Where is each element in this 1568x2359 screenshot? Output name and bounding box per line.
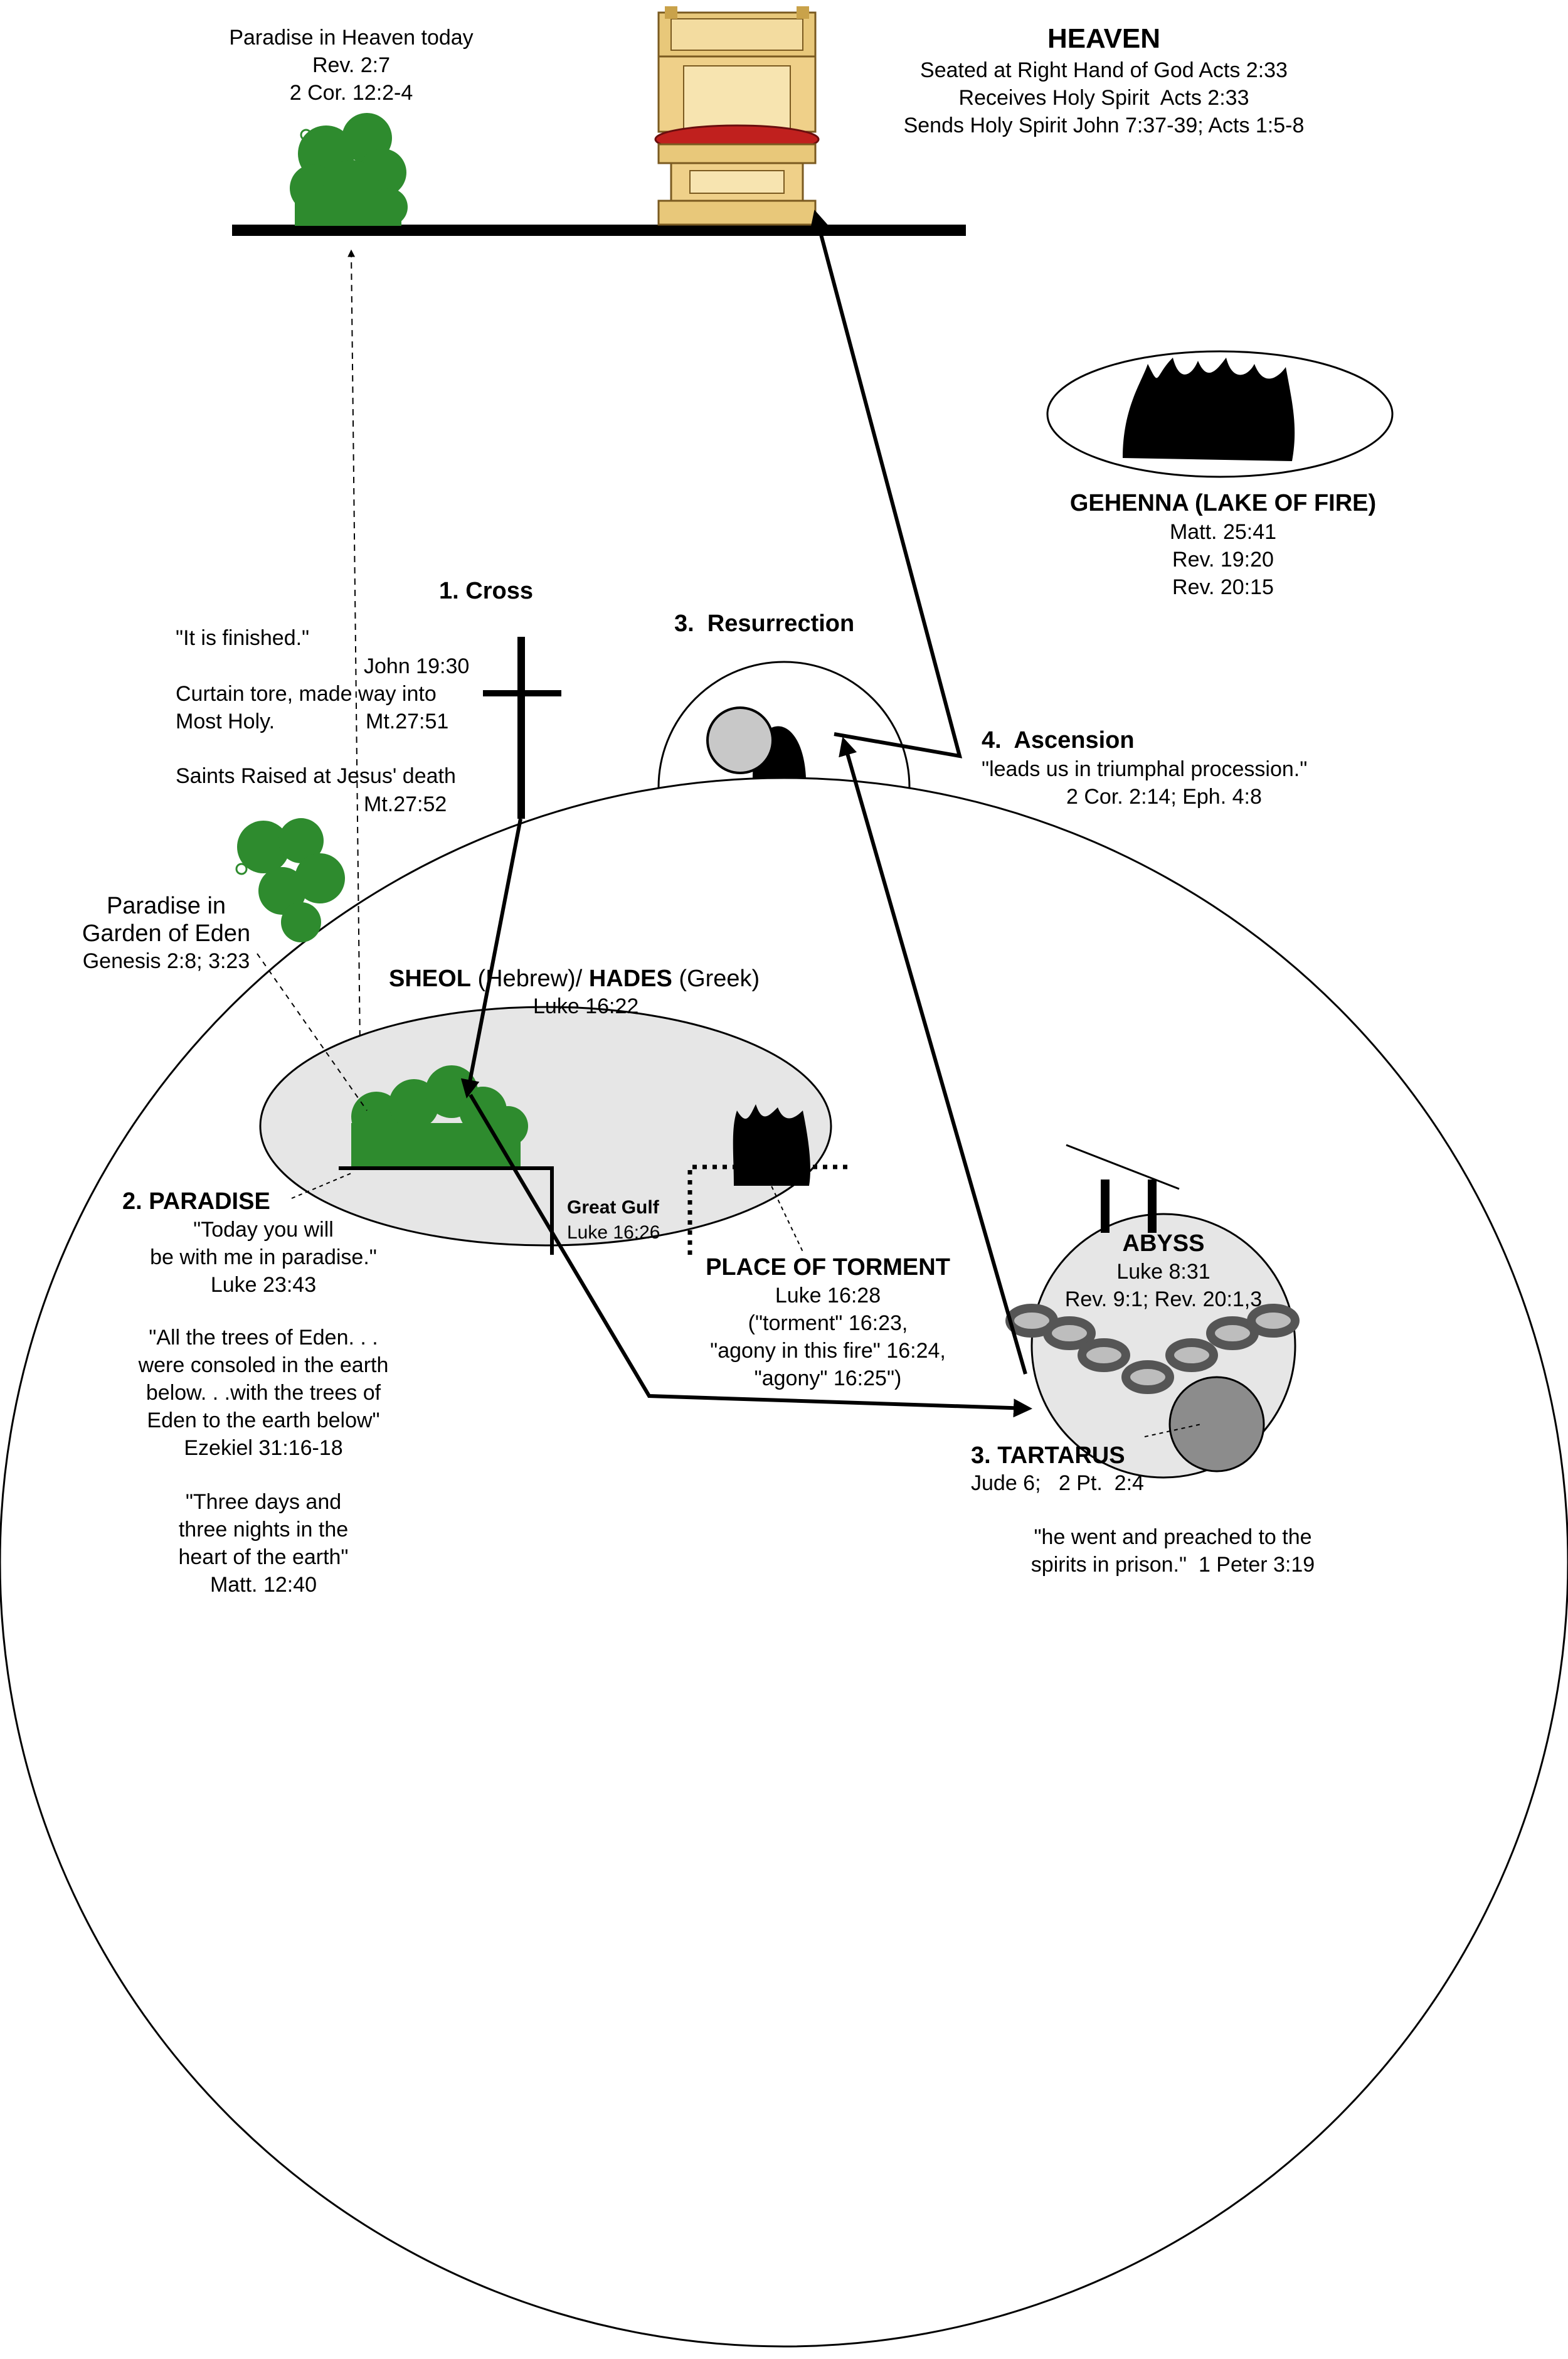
torment-title: PLACE OF TORMENT bbox=[706, 1254, 950, 1281]
gehenna-ref-2: Rev. 19:20 bbox=[1172, 548, 1274, 572]
chain-icon bbox=[1005, 1304, 1300, 1394]
paradise-eden-tree-icon bbox=[235, 818, 345, 942]
paradise-quote2-line4: Eden to the earth below" bbox=[147, 1408, 380, 1432]
heaven-line-3: Sends Holy Spirit John 7:37-39; Acts 1:5… bbox=[903, 114, 1305, 137]
sheol-word: SHEOL bbox=[389, 966, 471, 992]
resurrection-arrow bbox=[839, 737, 1027, 1375]
abyss-ref-1: Luke 8:31 bbox=[1116, 1260, 1210, 1284]
paradise-quote3-line1: "Three days and bbox=[185, 1490, 342, 1514]
ascension-quote: "leads us in triumphal procession." bbox=[982, 757, 1308, 781]
torment-line-3: "agony in this fire" 16:24, bbox=[710, 1339, 946, 1363]
gehenna-fire-icon bbox=[1123, 358, 1295, 461]
eden-line-1: Paradise in bbox=[106, 893, 226, 919]
tartarus-leader-line bbox=[1144, 1424, 1202, 1437]
tartarus-quote-1: "he went and preached to the bbox=[1034, 1525, 1312, 1549]
eden-leader-line bbox=[257, 953, 368, 1111]
sheol-title: SHEOL (Hebrew)/ HADES (Greek) bbox=[389, 965, 760, 993]
heaven-line-2: Receives Holy Spirit Acts 2:33 bbox=[958, 86, 1249, 110]
tartarus-title: 3. TARTARUS bbox=[971, 1442, 1125, 1469]
paradise-quote2-ref: Ezekiel 31:16-18 bbox=[184, 1436, 343, 1460]
tomb-icon bbox=[706, 706, 806, 778]
cross-note-curtain-2: Most Holy. bbox=[176, 710, 275, 733]
gehenna-title: GEHENNA (LAKE OF FIRE) bbox=[1069, 490, 1377, 516]
cross-title: 1. Cross bbox=[439, 578, 533, 604]
cross-icon bbox=[483, 637, 561, 819]
paradise-leader-line bbox=[291, 1173, 352, 1199]
paradise-quote1-line1: "Today you will bbox=[193, 1218, 334, 1242]
cross-note-finished-ref: John 19:30 bbox=[364, 654, 470, 678]
paradise-sheol-title: 2. PARADISE bbox=[122, 1188, 270, 1215]
abyss-pillars-icon bbox=[1066, 1144, 1180, 1233]
tartarus-ref: Jude 6; 2 Pt. 2:4 bbox=[971, 1471, 1144, 1495]
great-gulf-wall bbox=[339, 1166, 554, 1255]
heaven-floor-line bbox=[232, 225, 966, 236]
paradise-quote2-line2: were consoled in the earth bbox=[138, 1353, 389, 1377]
ascension-title: 4. Ascension bbox=[982, 727, 1135, 753]
paradise-sheol-tree-icon bbox=[351, 1065, 528, 1167]
tomb-dome bbox=[657, 661, 911, 788]
cross-note-finished: "It is finished." bbox=[176, 626, 310, 650]
paradise-heaven-title: Paradise in Heaven today bbox=[229, 26, 474, 50]
paradise-quote3-ref: Matt. 12:40 bbox=[209, 1573, 317, 1597]
torment-leader-line bbox=[768, 1179, 803, 1252]
paradise-quote2-line3: below. . .with the trees of bbox=[146, 1381, 381, 1405]
paradise-heaven-ref-2: 2 Cor. 12:2-4 bbox=[289, 81, 413, 105]
paradise-quote2-line1: "All the trees of Eden. . . bbox=[149, 1326, 378, 1350]
eden-ref: Genesis 2:8; 3:23 bbox=[82, 949, 250, 973]
dashed-ascent-line bbox=[347, 249, 361, 1105]
paradise-quote3-line2: three nights in the bbox=[178, 1518, 349, 1542]
hades-word: HADES bbox=[588, 966, 672, 992]
great-gulf-ref: Luke 16:26 bbox=[567, 1222, 660, 1243]
paradise-quote3-line3: heart of the earth" bbox=[178, 1545, 349, 1569]
great-gulf-title: Great Gulf bbox=[567, 1197, 659, 1218]
tartarus-path bbox=[469, 1094, 1032, 1418]
throne-icon bbox=[654, 6, 820, 226]
tartarus-quote-2: spirits in prison." 1 Peter 3:19 bbox=[1030, 1553, 1315, 1577]
gehenna-ref-3: Rev. 20:15 bbox=[1172, 575, 1274, 599]
abyss-ref-2: Rev. 9:1; Rev. 20:1,3 bbox=[1064, 1287, 1263, 1311]
resurrection-title: 3. Resurrection bbox=[674, 610, 855, 637]
cross-note-saints: Saints Raised at Jesus' death bbox=[176, 764, 456, 788]
paradise-heaven-tree-icon bbox=[290, 113, 408, 226]
cross-note-curtain-ref: Mt.27:51 bbox=[366, 710, 449, 733]
torment-line-2: ("torment" 16:23, bbox=[748, 1311, 908, 1335]
heaven-title: HEAVEN bbox=[1047, 23, 1161, 54]
paradise-quote1-line2: be with me in paradise." bbox=[150, 1245, 377, 1269]
descent-arrow bbox=[460, 818, 522, 1099]
sheol-ellipse bbox=[259, 1006, 832, 1247]
hades-greek: (Greek) bbox=[672, 966, 760, 992]
ascension-arrow bbox=[810, 210, 963, 759]
eden-line-2: Garden of Eden bbox=[82, 920, 251, 947]
paradise-heaven-ref-1: Rev. 2:7 bbox=[312, 53, 391, 77]
ascension-ref: 2 Cor. 2:14; Eph. 4:8 bbox=[1066, 785, 1262, 809]
cross-note-saints-ref: Mt.27:52 bbox=[364, 792, 447, 816]
torment-fire-icon bbox=[733, 1104, 810, 1186]
torment-ref: Luke 16:28 bbox=[775, 1284, 881, 1307]
torment-line-4: "agony" 16:25") bbox=[754, 1366, 902, 1390]
cross-note-curtain-1: Curtain tore, made way into bbox=[176, 682, 437, 706]
sheol-ref: Luke 16:22 bbox=[533, 994, 639, 1018]
tartarus-boulder bbox=[1168, 1376, 1265, 1472]
abyss-title: ABYSS bbox=[1122, 1230, 1205, 1257]
paradise-quote1-ref: Luke 23:43 bbox=[210, 1273, 317, 1297]
heaven-line-1: Seated at Right Hand of God Acts 2:33 bbox=[920, 58, 1288, 82]
gehenna-ref-1: Matt. 25:41 bbox=[1169, 520, 1277, 544]
sheol-hebrew: (Hebrew)/ bbox=[470, 966, 589, 992]
